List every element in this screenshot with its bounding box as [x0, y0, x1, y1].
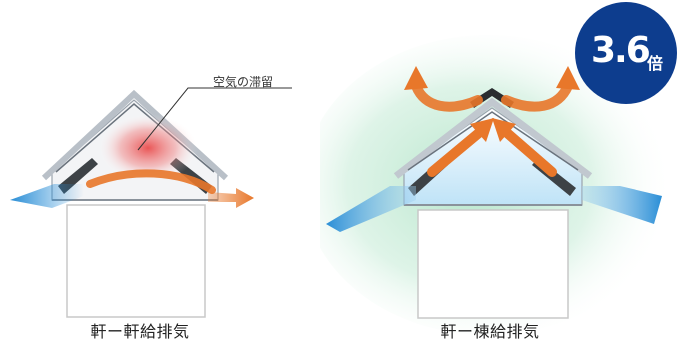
eave-to-eave-diagram: 空気の滞留 軒ー軒給排気	[0, 0, 320, 345]
eave-intake-air	[10, 184, 84, 208]
left-ridge-exhaust-head	[404, 66, 428, 90]
left-rising-airflow	[427, 127, 485, 177]
eave-airflow-curve	[86, 169, 216, 194]
right-eave-intake	[582, 186, 662, 224]
right-rising-arrowhead	[492, 118, 516, 142]
left-ridge-exhaust	[411, 81, 483, 112]
eave-to-eave-illustration	[10, 87, 292, 318]
right-rising-airflow	[501, 127, 557, 177]
eave-to-ridge-caption: 軒ー棟給排気	[440, 322, 540, 341]
house-wall	[66, 204, 206, 318]
eave-to-ridge-diagram: 軒ー棟給排気	[320, 0, 677, 345]
ratio-unit: 倍	[647, 54, 664, 73]
stagnant-air-label: 空気の滞留	[213, 75, 274, 89]
eave-exhaust-arrow	[208, 188, 254, 208]
eave-to-ridge-illustration	[320, 35, 673, 335]
ratio-value: 3.6	[591, 30, 651, 71]
left-rising-arrowhead	[470, 118, 494, 142]
right-ridge-exhaust-head	[556, 66, 580, 90]
eave-to-eave-caption: 軒ー軒給排気	[90, 322, 190, 341]
right-ridge-exhaust	[501, 81, 573, 112]
ventilation-ratio-badge: 3.6 倍	[575, 2, 677, 104]
callout-leader	[137, 87, 292, 151]
roof-inner	[407, 111, 579, 171]
roof-outer	[393, 97, 593, 179]
house-wall	[417, 209, 569, 319]
left-eave-intake	[326, 186, 416, 232]
stagnant-air-glow	[98, 114, 198, 182]
